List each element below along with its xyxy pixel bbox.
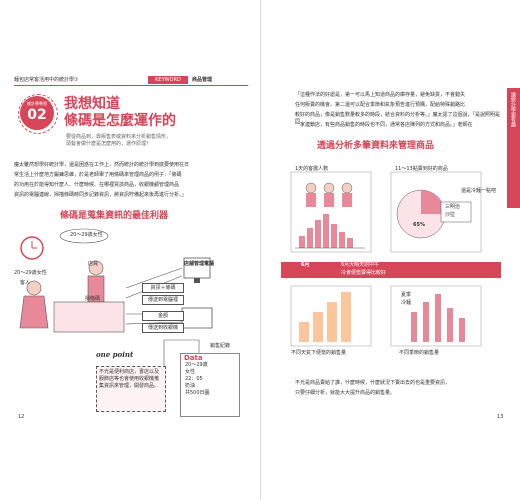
body-line-3: 的功用在於能得知什麼人、什麼時候、在哪裡買該商品，收銀機顧管理商品: [14, 182, 180, 188]
bottom-line-1: 不光是商品賣給了誰，什麼時候，什麼狀況下賣出去的也是重要資訊，: [295, 380, 451, 386]
pie-label-1: 三明治: [445, 204, 461, 210]
data-row: 20〜29歲: [185, 362, 208, 368]
body-line-2: 常生活上什麼地方鍛鍊思維，於是老師舉了用條碼來管理商品的例子：「條碼: [14, 172, 182, 178]
page-number-right: 13: [497, 414, 504, 420]
clerk-figure: [88, 260, 104, 276]
clerk-label: 店員: [88, 261, 99, 267]
customer-label: 客人: [20, 280, 31, 286]
left-page: 麵包店常客活用中的統計學① KEYWORD 商品管理 統計學學習 02 我想知道…: [14, 76, 248, 420]
customer-age: 20〜29歲女性: [14, 270, 47, 276]
subheading: 條碼是蒐集資訊的最佳利器: [60, 211, 169, 221]
bubble-age: 20〜29歲女性: [70, 232, 103, 238]
data-row: 女性: [185, 369, 196, 375]
bottom-line-2: 只要仔細分析，就能大大提升商品的銷售量。: [295, 390, 396, 396]
info-barcode-box: 資訊＋條碼: [142, 283, 184, 293]
data-row: 22：05: [185, 376, 203, 382]
chart-left-title: 1天的客層人數: [295, 166, 329, 172]
intro-line-2: 任何販賣的機會。第二還可以配合季節和氣象預告進行預購，配給特殊銷路比: [295, 102, 466, 108]
chapter-label: 麵包店常客活用中的統計學①: [14, 77, 79, 83]
page-title-line2: 條碼是怎麼運作的: [64, 113, 176, 129]
season-label-2: 冷麵: [401, 300, 412, 306]
store-pc-label: 店舖管理電腦: [184, 261, 215, 267]
analysis-infographic: [281, 171, 501, 347]
weather-strip: [281, 262, 501, 278]
side-tab-label: 讓統計學更有趣: [510, 92, 516, 127]
side-tab: 讓統計學更有趣: [507, 88, 520, 208]
title-note-2: 頭髮會做什麼是怎麼用的，運作原理？: [66, 141, 152, 147]
data-row: 奶油: [185, 383, 196, 389]
keyword-tag: KEYWORD: [148, 76, 188, 84]
scanner-label: 掃條碼: [85, 296, 101, 302]
badge-ring: [18, 94, 58, 134]
intro-line-3: 較好的商品，像是銷售數量較多的時段，結合資料的分析等。」魔太認了這個說，「是說照…: [295, 112, 501, 125]
one-point-label: one point: [96, 350, 134, 359]
data-card-title: Data: [184, 354, 203, 362]
bubble-note: 還是冷麵一點吧: [461, 188, 497, 194]
counter: [53, 301, 125, 333]
page-title-line1: 我想知道: [64, 96, 120, 112]
register-icon: [181, 307, 213, 329]
body-line-4: 資訊的電腦連線，掃描條碼時同步記錄資訊，將資訊貯備起來後再進行分析。」: [14, 192, 187, 198]
intro-line-4: 一家連鎖店，有些商品銷售的時段也不同，通常各店陳列的方式和商品。」老師在: [295, 122, 473, 128]
pie-label-2: 沙拉: [445, 212, 456, 218]
to-register-box: 傳送到收銀機: [142, 323, 184, 333]
data-card: Data 20〜29歲 女性 22：05 奶油 共500日圓: [180, 353, 240, 417]
customer-figure: [26, 280, 42, 296]
season-label-1: 夏季: [401, 292, 412, 298]
send-to-pc-box: 傳送到電腦裡: [142, 295, 184, 305]
header-rule: [14, 85, 248, 86]
subheading-right: 透過分析多筆資料來管理商品: [317, 141, 435, 151]
intro-line-1: 「這種作法的好處是，第一可以馬上知道商品的庫存量，避免缺貨，不會錯失: [295, 92, 466, 98]
chart-right-title: 11〜13點賣到好的商品: [395, 166, 448, 172]
right-page: 讓統計學更有趣 「這種作法的好處是，第一可以馬上知道商品的庫存量，避免缺貨，不會…: [260, 0, 520, 500]
weather-note-2: 冷食便當賣得比較好: [341, 270, 387, 276]
weather-note-1: 6月大晴天的中午: [341, 262, 380, 268]
one-point-tip: 不光是便利商店，書店以及服飾店等也會使用收銀機蒐集資訊來管理，開發商品。: [96, 366, 166, 412]
caption-left: 不同天氣下便當的銷售量: [291, 350, 347, 356]
keyword-value: 商品管理: [192, 77, 213, 83]
page-number-left: 12: [18, 414, 25, 420]
amount-box: 金額: [142, 311, 184, 321]
weather-date: 6月: [301, 262, 310, 268]
pie-label-3: 65%: [413, 222, 425, 228]
thought-bubble: [59, 228, 109, 244]
data-row: 共500日圓: [185, 390, 210, 396]
title-note-1: 要從商品到，靠販售表或資料來分析銷售情形，: [66, 134, 172, 140]
caption-right: 不同季節的銷售量: [399, 350, 440, 356]
body-line-1: 魔太雖然想學好統計學，還是困惑在工作上，然而統計的統計學到底要使用在日: [14, 162, 190, 168]
review-label: 銷售紀錄: [210, 343, 231, 349]
